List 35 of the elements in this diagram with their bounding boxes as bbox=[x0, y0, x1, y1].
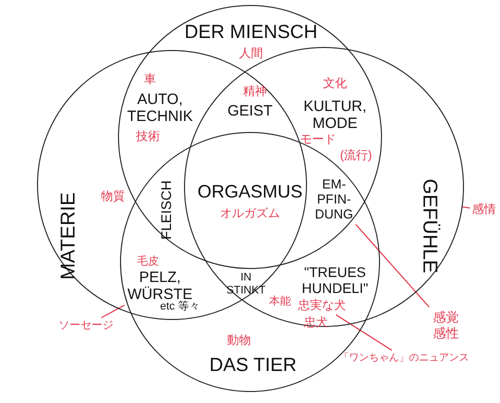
circle-title: GEFÜHLE bbox=[418, 178, 440, 274]
translation-text: 車 bbox=[144, 73, 156, 87]
circle-title: DER MIENSCH bbox=[184, 22, 318, 44]
translation-text: オルガズム bbox=[220, 207, 280, 221]
region-label: GEIST bbox=[228, 102, 272, 120]
region-label: AUTO, TECHNIK bbox=[126, 90, 194, 126]
translation-text: 動物 bbox=[227, 334, 251, 348]
region-label: ORGASMUS bbox=[198, 182, 302, 202]
translation-text: 文化 bbox=[323, 77, 347, 91]
translation-text: 技術 bbox=[136, 130, 160, 144]
annotation-text: ソーセージ bbox=[58, 320, 114, 332]
annotation-text: 「ワンちゃん」のニュアンス bbox=[339, 352, 469, 364]
leader-line bbox=[336, 314, 392, 351]
region-label: etc 等々 bbox=[160, 300, 200, 314]
leader-line bbox=[355, 224, 430, 308]
circle-title: MATERIE bbox=[58, 192, 80, 280]
translation-text: (流行) bbox=[340, 149, 372, 163]
region-label: KULTUR, MODE bbox=[302, 98, 368, 132]
annotation-text: 感情 bbox=[472, 203, 496, 217]
region-label: FLEISCH bbox=[158, 180, 174, 240]
translation-text: 物質 bbox=[101, 190, 125, 204]
annotation-text: 感覚 bbox=[433, 310, 459, 326]
translation-text: 毛皮 bbox=[137, 256, 159, 268]
translation-text: 精神 bbox=[243, 85, 267, 99]
translation-text: モード bbox=[300, 133, 336, 147]
region-label: "TREUES HUNDELI" bbox=[300, 264, 370, 296]
annotation-text: 忠実な犬 bbox=[298, 299, 346, 313]
annotation-text: 感性 bbox=[433, 326, 459, 342]
leader-line bbox=[462, 206, 470, 209]
leader-line bbox=[101, 304, 125, 318]
circle-title: DAS TIER bbox=[209, 355, 297, 377]
translation-text: 忠犬 bbox=[304, 316, 328, 330]
translation-text: 人間 bbox=[239, 47, 263, 61]
annotation-text: EM- PFIN- DUNG bbox=[311, 178, 357, 222]
translation-text: 本能 bbox=[269, 296, 291, 308]
